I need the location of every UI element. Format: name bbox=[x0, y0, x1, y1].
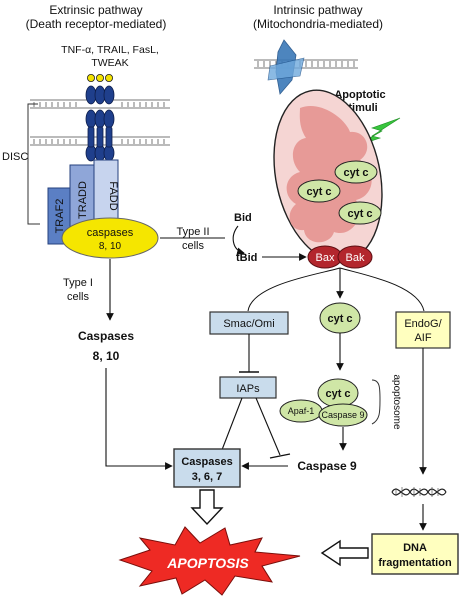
cytc-label: cyt c bbox=[306, 186, 331, 198]
endog-label: EndoG/ bbox=[404, 318, 442, 330]
caspases810-to-effector-arrow bbox=[105, 368, 173, 470]
caspases-367-numbers: 3, 6, 7 bbox=[192, 471, 223, 483]
caspases-ellipse-numbers: 8, 10 bbox=[99, 241, 122, 252]
caspases-8-10-label: Caspases bbox=[78, 329, 134, 343]
intrinsic-title: Intrinsic pathway bbox=[273, 3, 362, 17]
dna-helix-icon bbox=[391, 487, 447, 497]
type1-cells-label: cells bbox=[67, 291, 90, 303]
extrinsic-title: Extrinsic pathway bbox=[49, 3, 142, 17]
type2-cells-label: cells bbox=[182, 240, 205, 252]
apoptosome-bracket bbox=[371, 379, 381, 425]
effector-to-apoptosis-arrow bbox=[190, 489, 224, 526]
bid-to-tbid-arrow bbox=[232, 225, 245, 256]
ligands-label: TNF-α, TRAIL, FasL, bbox=[61, 44, 159, 56]
endog-aif-box: EndoG/ AIF bbox=[395, 311, 451, 349]
ligand-trimer bbox=[87, 74, 114, 83]
caspases-8-10-ellipse: caspases 8, 10 bbox=[61, 217, 159, 259]
fragmentation-label: fragmentation bbox=[378, 557, 452, 569]
tbid-label: tBid bbox=[236, 252, 257, 264]
smac-omi-label: Smac/Omi bbox=[223, 318, 274, 330]
caspase9-small-label: Caspase 9 bbox=[321, 410, 364, 420]
cytc-released: cyt c bbox=[319, 302, 361, 334]
type2-label: Type II bbox=[176, 226, 209, 238]
death-receptor bbox=[85, 85, 115, 162]
bax-bak-pore: Bax Bak bbox=[307, 245, 373, 269]
iaps-inhibit-caspases367 bbox=[219, 397, 243, 456]
dna-label: DNA bbox=[403, 542, 427, 554]
extrinsic-subtitle: (Death receptor-mediated) bbox=[26, 17, 167, 31]
smac-omi-box: Smac/Omi bbox=[209, 311, 289, 335]
caspases-ellipse-label: caspases bbox=[87, 227, 134, 239]
cytc-released-label: cyt c bbox=[327, 313, 352, 325]
apoptosis-label: APOPTOSIS bbox=[166, 555, 249, 571]
bak-label: Bak bbox=[346, 252, 365, 264]
branch-to-endog bbox=[339, 267, 425, 312]
tradd-label: TRADD bbox=[77, 181, 89, 219]
cytc-label: cyt c bbox=[343, 167, 368, 179]
aif-label: AIF bbox=[414, 332, 431, 344]
ligands-label-2: TWEAK bbox=[91, 57, 128, 69]
cytc-in-mito: cyt c cyt c cyt c bbox=[297, 160, 382, 225]
cytc-label: cyt c bbox=[347, 208, 372, 220]
disc-bracket bbox=[27, 103, 40, 225]
apoptosome: cyt c Apaf-1 Caspase 9 bbox=[279, 378, 368, 427]
apoptotic-stimuli-label: Apoptotic bbox=[334, 89, 385, 101]
apaf1-label: Apaf-1 bbox=[288, 406, 315, 416]
apoptosome-cytc-label: cyt c bbox=[325, 388, 350, 400]
inhibit-bar-caspase9 bbox=[269, 453, 291, 459]
bax-label: Bax bbox=[316, 252, 335, 264]
caspases-8-10-numbers: 8, 10 bbox=[93, 349, 120, 363]
intrinsic-subtitle: (Mitochondria-mediated) bbox=[253, 17, 383, 31]
caspases-3-6-7-box: Caspases 3, 6, 7 bbox=[173, 448, 241, 488]
apoptosome-label: apoptosome bbox=[391, 374, 402, 429]
iaps-label: IAPs bbox=[236, 383, 260, 395]
apoptosis-starburst: APOPTOSIS bbox=[118, 526, 301, 596]
dna-to-apoptosis-arrow bbox=[320, 539, 369, 567]
iaps-box: IAPs bbox=[219, 376, 277, 399]
disc-label: DISC bbox=[2, 151, 28, 163]
traf2-box: TRAF2 bbox=[47, 187, 71, 245]
traf2-label: TRAF2 bbox=[54, 199, 66, 234]
bid-label: Bid bbox=[234, 212, 252, 224]
fadd-label: FADD bbox=[107, 181, 119, 210]
crystal-icon bbox=[267, 39, 305, 95]
branch-to-smac bbox=[247, 267, 341, 312]
caspases-367-label: Caspases bbox=[181, 456, 232, 468]
caspase9-label: Caspase 9 bbox=[297, 459, 357, 473]
iaps-inhibit-caspase9 bbox=[255, 397, 281, 456]
type1-label: Type I bbox=[63, 277, 93, 289]
dna-fragmentation-box: DNA fragmentation bbox=[371, 533, 459, 575]
